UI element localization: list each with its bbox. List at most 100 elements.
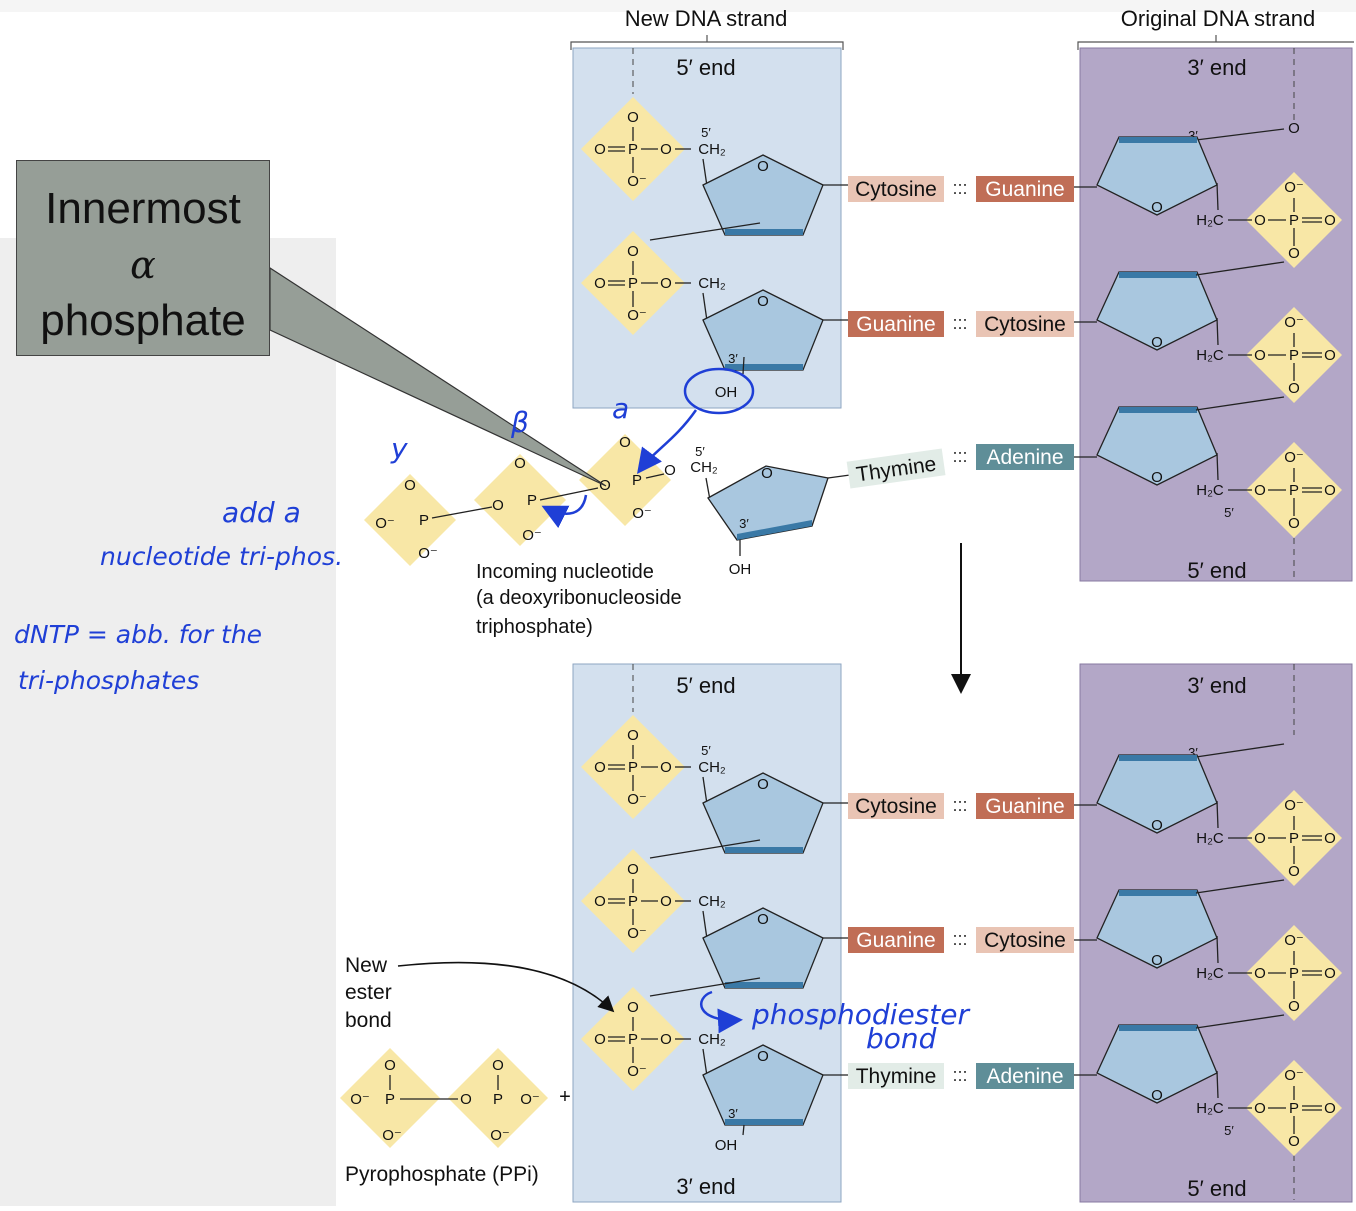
- alpha-o-bottom: O⁻: [632, 505, 652, 522]
- top-o3-sugar-bar: [1119, 407, 1197, 413]
- top-o2-phosphate-o-top: O⁻: [1284, 314, 1304, 331]
- bot-n2-sugar-ring: [702, 907, 824, 989]
- top-o1-phosphate-o-left: O: [1254, 212, 1266, 229]
- top-pair-3-right-label: Adenine: [986, 446, 1063, 469]
- beta-label: β: [510, 406, 529, 439]
- bot-o2-link: [1195, 1014, 1285, 1029]
- bot-o1-phosphate-o-left: O: [1254, 830, 1266, 847]
- ppi-phosphate-2-diamond: [448, 1048, 548, 1148]
- bot-n1-phosphate-o-top: O: [627, 727, 639, 744]
- top-orig-3-bond: [1195, 128, 1285, 141]
- incoming-thymine-box: [846, 448, 946, 489]
- top-o2-sugar-ring: [1096, 271, 1218, 351]
- bot-o2-phosphate-o-top: O⁻: [1284, 932, 1304, 949]
- alpha-o-right: O: [664, 462, 676, 479]
- top-n2-phosphate-o-top: O: [627, 243, 639, 260]
- bot-orig-5prime: 5′: [1224, 1123, 1234, 1138]
- new-ester-bond-label-2: ester: [345, 981, 392, 1004]
- ppi2-o-bottom: O⁻: [490, 1127, 510, 1144]
- bot-o1-phosphate-o-right: O: [1324, 830, 1336, 847]
- bot-n3-sugar-3prime: 3′: [728, 1106, 738, 1121]
- top-orig-terminal-o: O: [1288, 120, 1300, 137]
- ppi1-p: P: [385, 1091, 395, 1108]
- bot-o1-sugar-ring: [1096, 754, 1218, 834]
- ppi2-o-left: O: [460, 1091, 472, 1108]
- ppi1-o-top: O: [384, 1057, 396, 1074]
- bot-pair-1-right-label: Guanine: [985, 795, 1064, 818]
- bot-n2-phosphate-diamond: [581, 849, 685, 953]
- bot-o2-phosphate-diamond: [1246, 925, 1342, 1021]
- bot-pair-3-hbond: :::: [952, 1065, 967, 1085]
- beta-o-left: O: [492, 497, 504, 514]
- bot-orig-3-bond: [1195, 743, 1285, 758]
- original-strand-bracket: [1077, 35, 1354, 50]
- new-strand-bracket: [570, 35, 844, 50]
- top-o2-sugar-ring-o: O: [1151, 334, 1163, 351]
- alpha-o-bond: [645, 473, 665, 479]
- bot-n3-phosphate-o-top: O: [627, 999, 639, 1016]
- bot-pair-2-right-box: [976, 927, 1074, 953]
- bot-o1-phosphate-o-bottom: O: [1288, 863, 1300, 880]
- top-pair-1-right-box: [976, 176, 1074, 202]
- incoming-5prime: 5′: [695, 444, 705, 459]
- gamma-o-bottom: O⁻: [418, 545, 438, 562]
- top-3-oh: OH: [715, 384, 738, 401]
- gamma-o-left: O⁻: [375, 515, 395, 532]
- bot-o3-phosphate-o-top: O⁻: [1284, 1067, 1304, 1084]
- top-n1-phosphate-diamond: [581, 97, 685, 201]
- incoming-c5-bond: [705, 477, 711, 501]
- alpha-label: a: [612, 392, 629, 425]
- incoming-base-bond: [827, 474, 851, 479]
- gamma-phosphate-diamond: [364, 474, 456, 566]
- bot-o3-sugar-ring-o: O: [1151, 1087, 1163, 1104]
- top-pair-2-left-box: [848, 311, 944, 337]
- top-o1-phosphate-o-right: O: [1324, 212, 1336, 229]
- beta-p: P: [527, 492, 537, 509]
- handwritten-notes: add a nucleotide tri-phos. dNTP = abb. f…: [14, 392, 970, 1055]
- bot-n3-phosphate-diamond: [581, 987, 685, 1091]
- top-n1-sugar-ring-o: O: [757, 158, 769, 175]
- bot-n3-sugar-ring: [702, 1044, 824, 1126]
- top-o1-phosphate-o-bottom: O: [1288, 245, 1300, 262]
- bot-n2-phosphate-o-right: O: [660, 893, 672, 910]
- top-n2-ch2: CH₂: [698, 275, 726, 292]
- bot-o3-phosphate-o-bottom: O: [1288, 1133, 1300, 1150]
- top-pair-2-hbond: :::: [952, 313, 967, 333]
- bot-o1-sugar-bar: [1119, 755, 1197, 761]
- top-n2-3-bond: [742, 356, 745, 375]
- bot-o3-sugar-ring: [1096, 1024, 1218, 1104]
- top-pair-1-hbond: :::: [952, 178, 967, 198]
- pyrophosphate-label: Pyrophosphate (PPi): [345, 1163, 539, 1186]
- bot-pair-3-right-box: [976, 1063, 1074, 1089]
- bot-pair-2-left-box: [848, 927, 944, 953]
- bot-n2-sugar-ring-o: O: [757, 911, 769, 928]
- top-o2-phosphate-o-bottom: O: [1288, 380, 1300, 397]
- new-strand-5-end-top: 5′ end: [676, 55, 735, 80]
- bot-orig-3prime: 3′: [1188, 745, 1198, 760]
- top-o1-sugar-ring-o: O: [1151, 199, 1163, 216]
- top-pair-3-right-box: [976, 444, 1074, 470]
- top-pair-1-right-label: Guanine: [985, 178, 1064, 201]
- incoming-hbond: :::: [952, 446, 967, 466]
- bot-n3-phosphate-o-right: O: [660, 1031, 672, 1048]
- bot-o1-phosphate-h2c: H₂C: [1196, 830, 1224, 847]
- bot-n1-sugar-ring: [702, 772, 824, 854]
- bot-3-oh: OH: [715, 1137, 738, 1154]
- top-o3-sugar-ring: [1096, 406, 1218, 486]
- orig-strand-5-end-top: 5′ end: [1187, 558, 1246, 583]
- bot-n2-ch2: CH₂: [698, 893, 726, 910]
- ppi-phosphate-1-diamond: [340, 1048, 440, 1148]
- bot-n1-ch2: CH₂: [698, 759, 726, 776]
- top-o2-link: [1195, 396, 1285, 411]
- top-o3-c5-bond: [1216, 452, 1219, 481]
- top-o1-phosphate-diamond: [1246, 172, 1342, 268]
- bot-o2-phosphate-o-bottom: O: [1288, 998, 1300, 1015]
- top-o1-phosphate-p: P: [1289, 212, 1299, 229]
- new-ester-bond-label-1: New: [345, 954, 388, 977]
- ppi1-o-left: O⁻: [350, 1091, 370, 1108]
- ppi1-o-bottom: O⁻: [382, 1127, 402, 1144]
- beta-alpha-bond: [539, 487, 599, 501]
- bot-o2-sugar-ring: [1096, 889, 1218, 969]
- new-strand-5-end-bottom: 5′ end: [676, 673, 735, 698]
